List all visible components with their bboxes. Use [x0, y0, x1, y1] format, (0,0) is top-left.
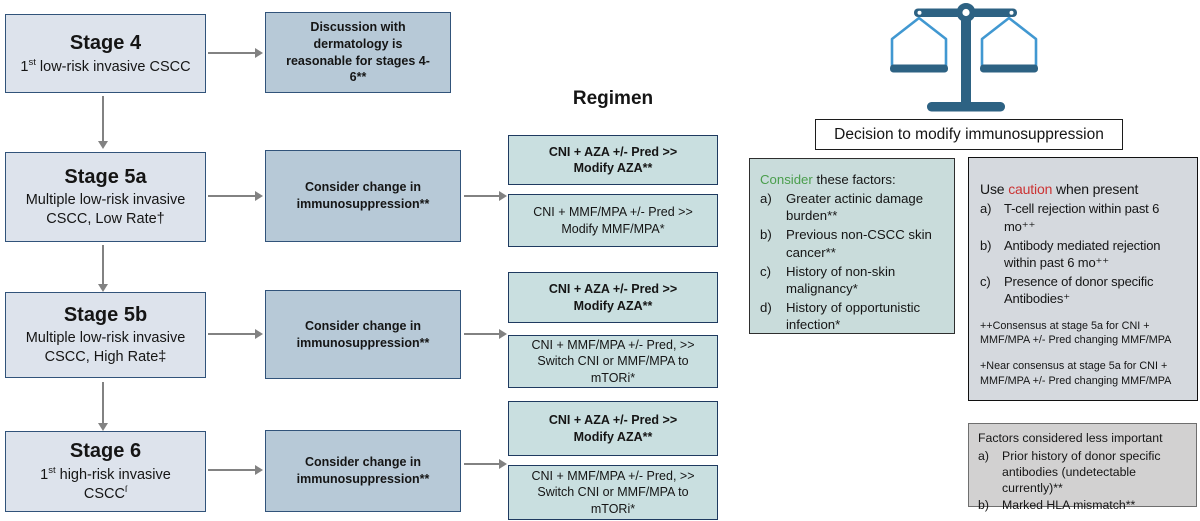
arrow-stage5b-to-stage6 [98, 382, 107, 431]
arrow-stage4-to-discussion [208, 48, 263, 57]
consider-factors-heading: Consider these factors: [760, 172, 896, 187]
arrow-stage4-to-stage5a [98, 96, 107, 149]
consider-change-box-6: Consider change in immunosuppression** [265, 430, 461, 512]
stage-4-title: Stage 4 [69, 31, 142, 54]
arrow-stage6-to-action [208, 465, 263, 474]
consider-change-text: Consider change in immunosuppression** [296, 318, 430, 350]
consider-change-box-5a: Consider change in immunosuppression** [265, 150, 461, 242]
stage-6-title: Stage 6 [69, 440, 142, 463]
factor-item: d)History of opportunistic infection* [760, 300, 921, 333]
regimen-5a-aza-box: CNI + AZA +/- Pred >> Modify AZA** [508, 135, 718, 185]
stage-5b-title: Stage 5b [63, 304, 148, 327]
arrow-action5a-to-regimen [464, 191, 507, 200]
regimen-5a-mmf-box: CNI + MMF/MPA +/- Pred >> Modify MMF/MPA… [508, 194, 718, 247]
less-important-panel: Factors considered less important a)Prio… [968, 423, 1197, 512]
factor-item: c)History of non-skin malignancy* [760, 263, 896, 296]
regimen-5b-mmf-box: CNI + MMF/MPA +/- Pred, >> Switch CNI or… [508, 335, 718, 388]
factor-item: a)Greater actinic damage burden** [760, 191, 924, 224]
regimen-5a-aza-text: CNI + AZA +/- Pred >> Modify AZA** [548, 144, 678, 175]
caution-item: c)Presence of donor specific Antibodies⁺ [980, 274, 1154, 307]
stage-6-box: Stage 6 1st high-risk invasive CSCCſ [5, 431, 206, 512]
regimen-column-title: Regimen [572, 88, 654, 109]
arrow-action5b-to-regimen [464, 329, 507, 338]
regimen-6-mmf-text: CNI + MMF/MPA +/- Pred, >> Switch CNI or… [531, 469, 695, 516]
regimen-6-aza-box: CNI + AZA +/- Pred >> Modify AZA** [508, 401, 718, 456]
discussion-dermatology-box: Discussion with dermatology is reasonabl… [265, 12, 451, 93]
regimen-5b-aza-text: CNI + AZA +/- Pred >> Modify AZA** [548, 282, 678, 313]
balance-scale-icon [889, 3, 1039, 114]
arrow-action6-to-regimen [464, 459, 507, 468]
regimen-5a-mmf-text: CNI + MMF/MPA +/- Pred >> Modify MMF/MPA… [533, 205, 693, 236]
stage-5b-box: Stage 5b Multiple low-risk invasive CSCC… [5, 292, 206, 378]
caution-item: b)Antibody mediated rejection within pas… [980, 237, 1161, 270]
consider-change-text: Consider change in immunosuppression** [296, 180, 430, 211]
stage-6-subtitle: 1st high-risk invasive CSCCſ [40, 465, 171, 502]
decision-label-box: Decision to modify immunosuppression [815, 119, 1123, 150]
stage-5a-title: Stage 5a [64, 166, 147, 189]
stage-5a-box: Stage 5a Multiple low-risk invasive CSCC… [5, 152, 206, 242]
use-caution-heading: Use caution when present [980, 181, 1139, 197]
less-important-item: b)Marked HLA mismatch** [978, 497, 1136, 512]
consider-change-box-5b: Consider change in immunosuppression** [265, 290, 461, 379]
regimen-6-aza-text: CNI + AZA +/- Pred >> Modify AZA** [548, 413, 678, 444]
arrow-stage5a-to-action [208, 191, 263, 200]
stage-4-subtitle: 1st low-risk invasive CSCC [20, 56, 191, 75]
less-important-heading: Factors considered less important [978, 431, 1163, 445]
consider-change-text: Consider change in immunosuppression** [296, 455, 430, 486]
caution-footnote-near-consensus: +Near consensus at stage 5a for CNI + MM… [980, 360, 1172, 387]
less-important-item: a)Prior history of donor specific antibo… [978, 448, 1161, 495]
decision-label-text: Decision to modify immunosuppression [834, 125, 1104, 143]
arrow-stage5a-to-stage5b [98, 245, 107, 292]
stage-5b-subtitle: Multiple low-risk invasive CSCC, High Ra… [25, 330, 186, 365]
stage-5a-subtitle: Multiple low-risk invasive CSCC, Low Rat… [25, 192, 186, 227]
caution-footnote-consensus: ++Consensus at stage 5a for CNI + MMF/MP… [980, 320, 1172, 347]
use-caution-panel: Use caution when present a)T-cell reject… [968, 157, 1198, 401]
stage-4-box: Stage 4 1st low-risk invasive CSCC [5, 14, 206, 93]
regimen-5b-aza-box: CNI + AZA +/- Pred >> Modify AZA** [508, 272, 718, 323]
regimen-5b-mmf-text: CNI + MMF/MPA +/- Pred, >> Switch CNI or… [531, 338, 695, 385]
arrow-stage5b-to-action [208, 329, 263, 338]
factor-item: b)Previous non-CSCC skin cancer** [760, 227, 932, 260]
regimen-6-mmf-box: CNI + MMF/MPA +/- Pred, >> Switch CNI or… [508, 465, 718, 520]
consider-factors-panel: Consider these factors: a)Greater actini… [749, 158, 955, 334]
discussion-dermatology-text: Discussion with dermatology is reasonabl… [286, 19, 430, 85]
caution-item: a)T-cell rejection within past 6 mo⁺⁺ [980, 201, 1160, 234]
